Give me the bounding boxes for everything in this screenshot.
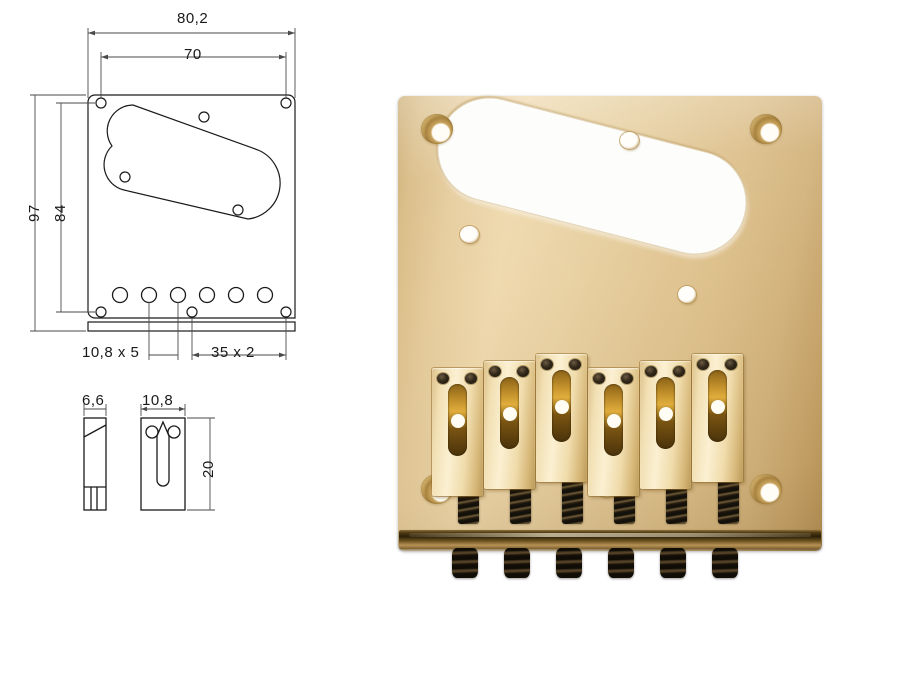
aux-hole-left [119,171,131,183]
arrow-70-right [279,54,286,60]
saddle-slot-2 [500,377,519,449]
technical-drawing-panel: 80,2 70 97 84 10,8 x 5 35 x 2 6,6 10,8 2… [0,0,340,540]
dimension-lines-group [30,28,296,360]
arrow-70-left [101,54,108,60]
saddle-slot-highlight-1 [451,414,465,428]
string-hole-2 [140,286,158,304]
string-holes-group [111,286,274,304]
saddle-front-hole-left [145,425,159,439]
string-hole-3 [169,286,187,304]
string-anchor-rail [399,530,821,549]
dimension-label-height-hole-spacing: 84 [52,204,69,222]
string-hole-5 [227,286,245,304]
bridge-photograph [398,86,822,588]
saddle-screw-3b[interactable] [569,359,581,370]
saddle-screw-5b[interactable] [673,366,685,377]
saddle-slot-highlight-4 [607,414,621,428]
corner-hole-top-right [280,97,292,109]
intonation-screw-5[interactable] [660,548,686,578]
saddle-side-chamfer [83,424,107,438]
saddle-front-slot [156,420,170,487]
saddle-front-view-group [140,417,186,511]
dimension-label-saddle-depth: 6,6 [82,392,105,409]
saddle-screw-4b[interactable] [621,373,633,384]
saddle-spring-3 [562,468,583,524]
plate-bottom-lip [87,321,296,332]
saddle-6[interactable] [692,354,743,482]
corner-holes-group [95,97,292,318]
saddle-4[interactable] [588,368,639,496]
saddle-screw-3a[interactable] [541,359,553,370]
saddle-5[interactable] [640,361,691,489]
string-hole-1 [111,286,129,304]
arrow-80-2-right [288,30,295,36]
intonation-screw-1[interactable] [452,548,478,578]
arrow-80-2-left [88,30,95,36]
saddle-slot-4 [604,384,623,456]
string-hole-4 [198,286,216,304]
intonation-screw-2[interactable] [504,548,530,578]
saddle-2[interactable] [484,361,535,489]
saddle-slot-highlight-2 [503,407,517,421]
saddle-slot-highlight-3 [555,400,569,414]
corner-hole-bottom-right [280,306,292,318]
saddle-slot-highlight-6 [711,400,725,414]
saddle-slot-3 [552,370,571,442]
arrow-35-right [279,352,286,358]
arrow-108d-right [179,406,185,412]
saddle-spring-6 [718,468,739,524]
countersunk-hole-bottom-right [750,474,782,504]
aux-hole-bottom-center [186,306,198,318]
dimension-label-outer-hole-span: 35 x 2 [211,344,255,361]
dimension-label-height-overall: 97 [26,204,43,222]
arrow-35-left [192,352,199,358]
dimension-label-width-hole-spacing: 70 [184,46,202,63]
plate-outline [87,94,296,319]
saddle-3[interactable] [536,354,587,482]
plate-outline-group [87,94,296,332]
plain-hole-left [460,226,479,243]
saddle-screw-1a[interactable] [437,373,449,384]
saddle-dimension-lines-group [83,404,215,511]
saddle-slot-highlight-5 [659,407,673,421]
countersunk-hole-top-left [421,114,453,144]
saddle-screw-4a[interactable] [593,373,605,384]
saddle-screw-1b[interactable] [465,373,477,384]
rail-gloss-highlight [409,533,811,537]
saddle-screw-5a[interactable] [645,366,657,377]
saddle-side-outline [83,417,107,511]
saddle-screw-2b[interactable] [517,366,529,377]
intonation-screw-3[interactable] [556,548,582,578]
pickup-cutout-outline [103,104,281,220]
corner-hole-top-left [95,97,107,109]
aux-hole-right [232,204,244,216]
saddle-slot-6 [708,370,727,442]
saddle-screw-6a[interactable] [697,359,709,370]
bridge-plate-body [398,86,822,551]
auxiliary-holes-group [119,111,244,318]
saddle-front-hole-right [167,425,181,439]
aux-hole-top-center [198,111,210,123]
saddle-front-outline [140,417,186,511]
arrow-108d-left [141,406,147,412]
dimension-label-saddle-width: 10,8 [142,392,174,409]
saddle-screw-6b[interactable] [725,359,737,370]
saddle-1[interactable] [432,368,483,496]
dimension-label-width-overall: 80,2 [177,10,209,27]
plain-hole-top-center [620,132,639,149]
intonation-screw-4[interactable] [608,548,634,578]
saddle-slot-5 [656,377,675,449]
intonation-screw-6[interactable] [712,548,738,578]
countersunk-hole-top-right [750,114,782,144]
saddle-side-view-group [83,417,107,511]
dimension-label-string-hole-pitch: 10,8 x 5 [82,344,140,361]
dimension-label-saddle-height: 20 [200,460,217,478]
saddle-screw-2a[interactable] [489,366,501,377]
technical-drawing-svg [30,28,296,511]
plain-hole-right [678,286,696,303]
corner-hole-bottom-left [95,306,107,318]
string-hole-6 [256,286,274,304]
saddle-slot-1 [448,384,467,456]
